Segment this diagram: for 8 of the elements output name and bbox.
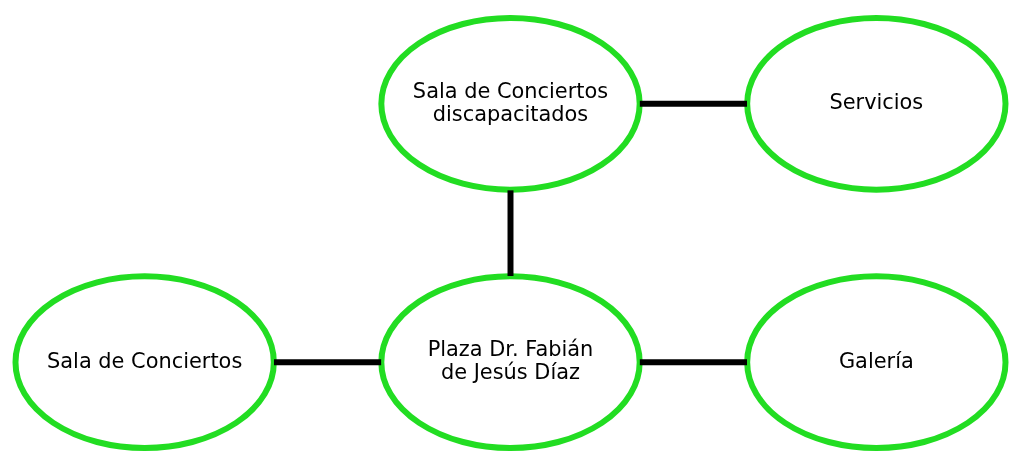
node-ellipse: Plaza Dr. Fabián de Jesús Díaz	[377, 273, 643, 451]
node-ellipse: Servicios	[743, 15, 1008, 193]
node-ellipse: Galería	[743, 273, 1008, 451]
connector	[273, 359, 381, 366]
connector	[639, 359, 747, 366]
node-ellipse: Sala de Conciertos	[12, 273, 277, 451]
node-ellipse: Sala de Conciertos discapacitados	[377, 15, 643, 193]
connector	[639, 100, 747, 107]
